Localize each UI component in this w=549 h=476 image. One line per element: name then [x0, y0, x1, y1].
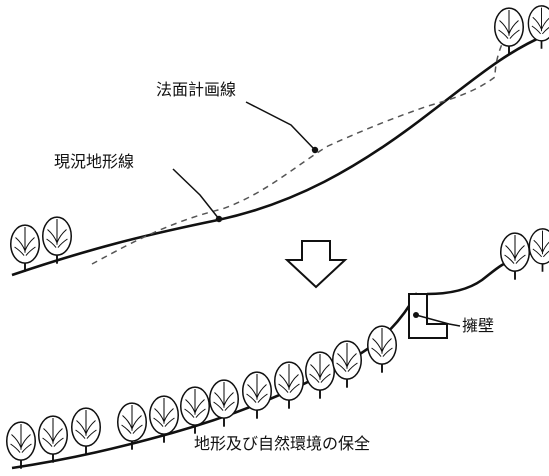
retaining-wall-leader: [415, 314, 461, 327]
retaining-wall-label: 擁壁: [462, 316, 495, 335]
tree-lower-9: [273, 361, 305, 410]
existing-terrain-label: 現況地形線: [54, 152, 135, 171]
tree-lower-right-2: [528, 227, 549, 273]
tree-lower-1: [5, 421, 37, 470]
existing-terrain-upper: [11, 33, 547, 277]
down-arrow-icon: [284, 240, 348, 289]
tree-lower-5: [148, 395, 180, 444]
existing-terrain-leader: [172, 168, 220, 220]
tree-lower-12: [366, 325, 398, 374]
tree-lower-6: [179, 386, 211, 435]
tree-lower-11: [331, 340, 363, 389]
tree-lower-2: [37, 415, 69, 464]
tree-lower-10: [304, 351, 336, 400]
planned-slope-dashed: [91, 37, 506, 265]
planned-slope-leader: [245, 101, 316, 151]
tree-lower-3: [70, 407, 102, 456]
planned-slope-label: 法面計画線: [156, 80, 237, 99]
tree-lower-8: [241, 371, 273, 420]
diagram-caption: 地形及び自然環境の保全: [194, 434, 371, 453]
tree-lower-4: [116, 402, 148, 451]
tree-lower-right-1: [499, 232, 531, 281]
tree-upper-left-1: [9, 224, 41, 273]
